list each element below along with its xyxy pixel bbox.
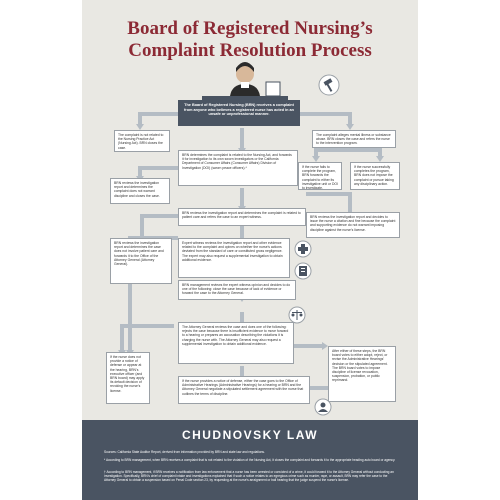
box-notice-defense: If the nurse provides a notice of defens… [178, 376, 310, 404]
box-expert: Expert witness reviews the investigation… [178, 238, 290, 278]
title-line-2: Complaint Resolution Process [128, 40, 372, 61]
box-succeeds-program: If the nurse successfully completes the … [350, 162, 400, 190]
title-line-1: Board of Registered Nursing’s [127, 18, 373, 39]
box-determines: BRN determines the complaint is related … [178, 150, 298, 186]
clipboard-icon [294, 262, 312, 280]
box-not-related: The complaint is not related to the Nurs… [114, 130, 170, 152]
gavel-icon [318, 74, 340, 96]
box-no-response: If the nurse does not provide a notice o… [106, 352, 150, 404]
footnote-1: * According to BRN management, when BRN … [104, 458, 396, 462]
box-forwards-ag: BRN reviews the investigation report and… [110, 238, 172, 284]
box-ag-reviews: The Attorney General reviews the case an… [178, 322, 294, 364]
scales-icon [288, 306, 306, 324]
hospital-icon [294, 240, 312, 258]
box-after-steps: After either of these steps, the BRN boa… [328, 346, 396, 402]
box-mgmt: BRN management reviews the expert witnes… [178, 280, 296, 300]
box-start: The Board of Registered Nursing (BRN) re… [178, 100, 300, 126]
page-title: Board of Registered Nursing’s Complaint … [82, 18, 418, 62]
footnote-2: † According to BRN management, if BRN re… [104, 470, 394, 483]
box-mental-illness: The complaint alleges mental illness or … [312, 130, 396, 148]
person-icon [314, 398, 332, 416]
box-intervention: BRN reviews the investigation report and… [306, 212, 400, 238]
brand-name: CHUDNOVSKY LAW [181, 428, 319, 442]
infographic: Board of Registered Nursing’s Complaint … [82, 0, 418, 500]
box-reviews-report: BRN reviews the investigation report and… [178, 208, 306, 226]
sources-text: Sources: California State Auditor Report… [104, 450, 265, 454]
box-fails-program: If the nurse fails to complete the progr… [298, 162, 342, 190]
box-no-warrant: BRN reviews the investigation report and… [110, 178, 170, 204]
footer [82, 420, 418, 500]
